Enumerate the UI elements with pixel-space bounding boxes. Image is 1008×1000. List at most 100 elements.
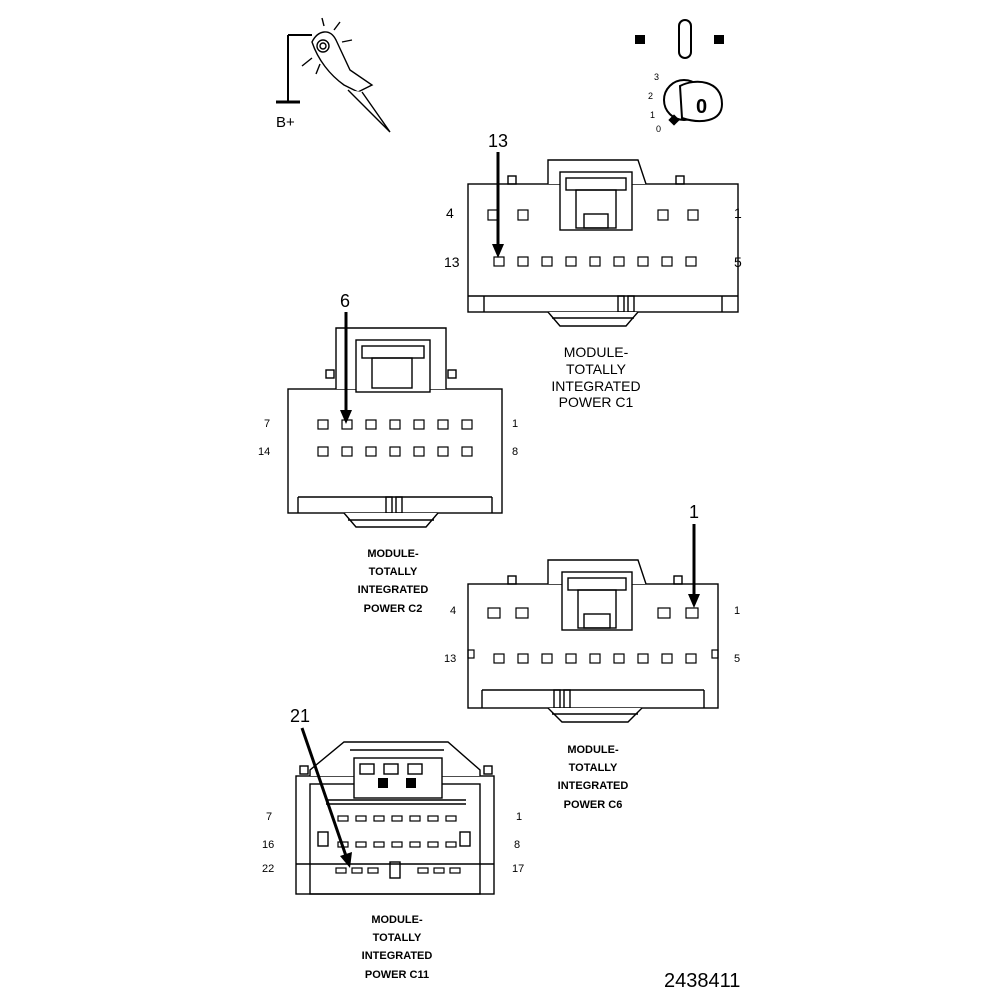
pin-cavity (661, 653, 673, 664)
test-light-icon (276, 17, 391, 133)
pin-cavity (685, 256, 697, 267)
c11-pin-label-row2-right: 8 (514, 839, 521, 851)
pin-cavity (389, 446, 401, 457)
pin-cavity (467, 649, 475, 659)
c2-pin-label-bottom-left: 14 (258, 446, 271, 458)
ignition-position-0: 0 (656, 124, 662, 134)
pin-cavity (389, 419, 401, 430)
callout-arrow-c6-pin1 (688, 524, 700, 608)
c11-pin-label-row1-left: 7 (266, 811, 273, 823)
c6-caption-line-2: TOTALLY (568, 762, 618, 775)
pin-cavity (437, 419, 449, 430)
c1-caption-line-2: TOTALLY (566, 360, 626, 377)
c6-pin-label-bottom-left: 13 (444, 653, 457, 665)
pin-cavity (685, 607, 699, 619)
pin-cavity (461, 446, 473, 457)
c6-pin-label-top-right: 1 (734, 605, 741, 617)
c11-pin-label-row1-right: 1 (516, 811, 523, 823)
ignition-key-label: 0 (696, 96, 708, 118)
callout-arrow-c11-pin21 (300, 727, 352, 868)
c2-pin-label-top-right: 1 (512, 418, 519, 430)
ignition-switch-icon (635, 19, 724, 126)
pin-cavity (337, 815, 349, 822)
pin-cavity (367, 867, 379, 874)
ignition-position-2: 2 (648, 91, 654, 101)
ignition-position-1: 1 (650, 110, 656, 120)
pin-cavity (355, 841, 367, 848)
pin-cavity (637, 653, 649, 664)
c11-caption-line-1: MODULE- (371, 914, 423, 926)
c11-pin-label-row3-right: 17 (512, 863, 525, 875)
pin-cavity (437, 446, 449, 457)
pin-cavity (613, 256, 625, 267)
pin-cavity (373, 841, 385, 848)
pin-cavity (355, 815, 367, 822)
ignition-position-3: 3 (654, 72, 660, 82)
c2-caption: MODULE- TOTALLY INTEGRATED POWER C2 (330, 548, 456, 616)
c1-caption-line-3: INTEGRATED (551, 377, 641, 394)
figure-number: 2438411 (664, 970, 741, 992)
c11-pin-label-row2-left: 16 (262, 839, 275, 851)
pin-cavity (493, 653, 505, 664)
c6-caption-line-4: POWER C6 (563, 798, 623, 811)
b-plus-label: B+ (276, 114, 295, 131)
pin-cavity (637, 256, 649, 267)
c1-pin-label-bottom-right: 5 (734, 254, 742, 270)
pin-cavity (317, 419, 329, 430)
pin-cavity (417, 867, 429, 874)
c6-pin-label-bottom-right: 5 (734, 653, 741, 665)
pin-cavity (517, 256, 529, 267)
pin-cavity (487, 607, 501, 619)
c11-caption-line-2: TOTALLY (372, 932, 422, 945)
pin-cavity (449, 867, 461, 874)
pin-cavity (413, 419, 425, 430)
c6-caption: MODULE- TOTALLY INTEGRATED POWER C6 (530, 744, 656, 812)
connector-c1 (467, 159, 739, 327)
pin-cavity (445, 815, 457, 822)
pin-cavity (427, 815, 439, 822)
c11-caption-line-3: INTEGRATED (361, 950, 433, 963)
c11-pin-label-row3-left: 22 (262, 863, 275, 875)
pin-cavity (391, 815, 403, 822)
c1-pin-label-top-left: 4 (446, 205, 454, 221)
c1-caption: MODULE- TOTALLY INTEGRATED POWER C1 (520, 344, 672, 411)
pin-cavity (391, 841, 403, 848)
c11-caption-line-4: POWER C11 (364, 968, 430, 981)
pin-cavity (589, 256, 601, 267)
pin-cavity (317, 446, 329, 457)
c11-callout-number: 21 (290, 706, 311, 726)
c11-caption: MODULE- TOTALLY INTEGRATED POWER C11 (334, 914, 460, 982)
connector-c2 (287, 327, 503, 528)
c1-pin-label-top-right: 1 (734, 205, 742, 221)
c2-callout-number: 6 (340, 291, 351, 311)
pin-cavity (351, 867, 363, 874)
c6-pin-label-top-left: 4 (450, 605, 457, 617)
pin-cavity (711, 649, 719, 659)
c2-caption-line-1: MODULE- (367, 548, 419, 560)
pin-cavity (515, 607, 529, 619)
c6-callout-number: 1 (689, 502, 700, 522)
c2-caption-line-2: TOTALLY (368, 566, 418, 579)
pin-cavity (541, 653, 553, 664)
pin-cavity (565, 653, 577, 664)
pin-cavity (541, 256, 553, 267)
pin-cavity (565, 256, 577, 267)
pin-cavity (657, 209, 669, 221)
pin-cavity (687, 209, 699, 221)
pin-cavity (517, 653, 529, 664)
pin-cavity (413, 446, 425, 457)
pin-cavity (493, 256, 505, 267)
pin-cavity (433, 867, 445, 874)
pin-cavity (427, 841, 439, 848)
c1-pin-label-bottom-left: 13 (444, 254, 460, 270)
c2-caption-line-4: POWER C2 (363, 602, 423, 615)
connector-c11 (295, 741, 495, 895)
pin-cavity (661, 256, 673, 267)
c1-callout-number: 13 (488, 131, 509, 151)
pin-cavity (445, 841, 457, 848)
pin-cavity (365, 446, 377, 457)
pin-cavity (589, 653, 601, 664)
c6-caption-line-3: INTEGRATED (557, 780, 629, 793)
pin-cavity (409, 815, 421, 822)
